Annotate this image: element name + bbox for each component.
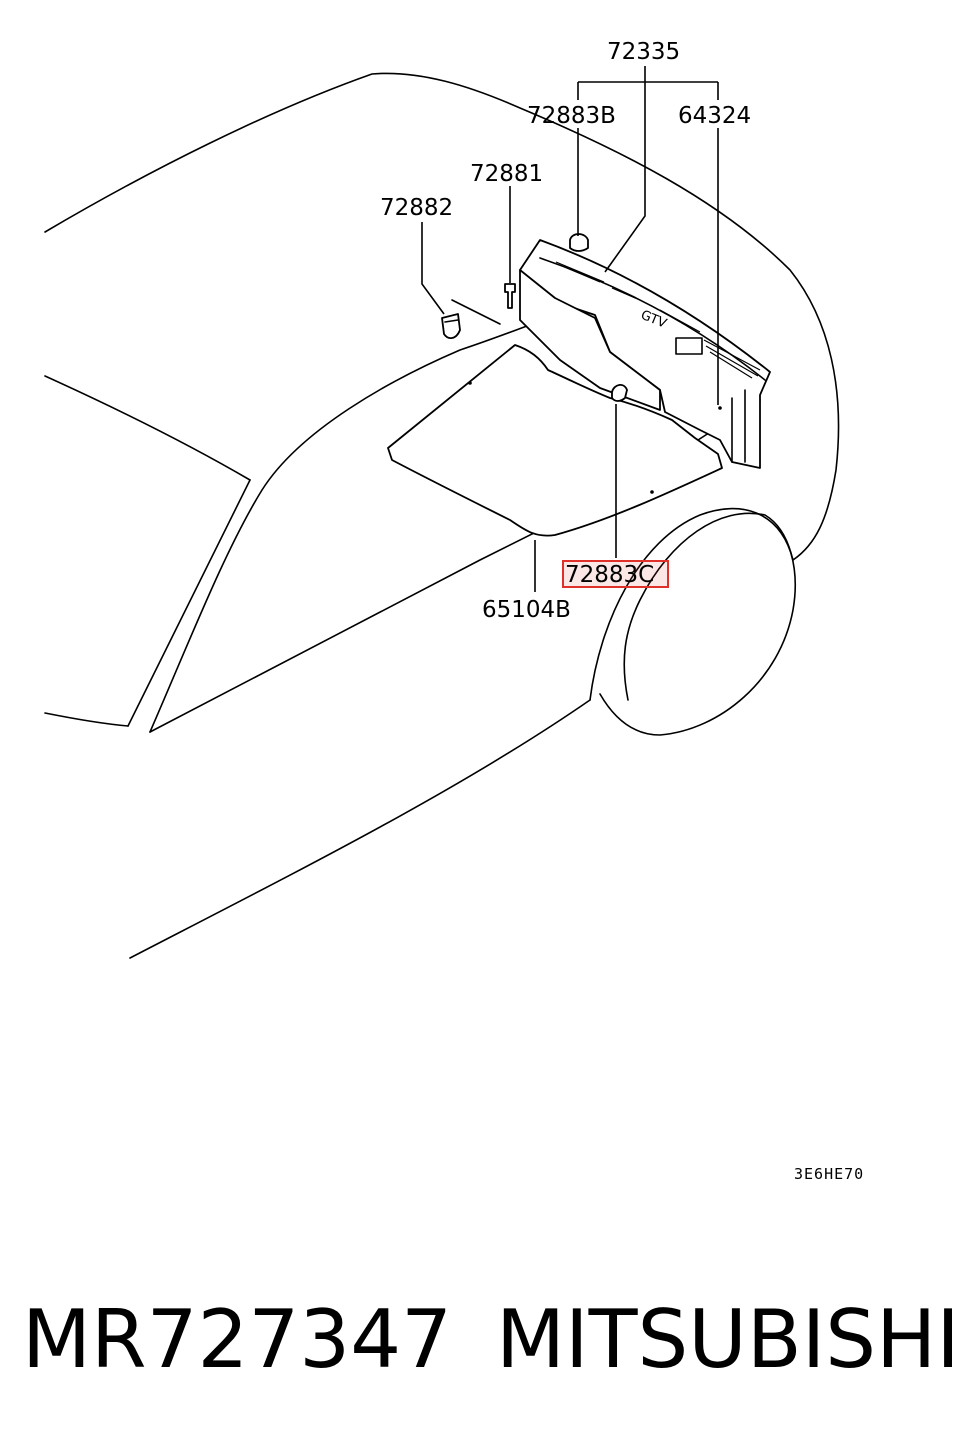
callout-72882: 72882: [380, 195, 453, 221]
trunk-trim-panel-72335: GTV: [519, 239, 771, 469]
callout-72335: 72335: [607, 39, 680, 65]
screw-72881-icon: [504, 283, 516, 309]
brand-name: MITSUBISHI: [496, 1293, 960, 1386]
part-number: MR727347: [22, 1293, 452, 1386]
callout-64324: 64324: [678, 103, 751, 129]
footer: MR727347 MITSUBISHI: [0, 1290, 960, 1400]
clip-72883C-icon: [611, 384, 628, 402]
leader-lines: [421, 66, 719, 592]
diagram-reference-code: 3E6HE70: [794, 1165, 864, 1183]
floor-mat-65104B: [387, 344, 723, 537]
clip-72882-icon: [441, 313, 461, 339]
callout-72883C: 72883C: [565, 562, 654, 588]
clip-72883B-icon: [569, 233, 589, 252]
callout-highlight: [562, 560, 669, 588]
callout-65104B: 65104B: [482, 597, 571, 623]
callout-72881: 72881: [470, 161, 543, 187]
callout-72883B: 72883B: [527, 103, 616, 129]
